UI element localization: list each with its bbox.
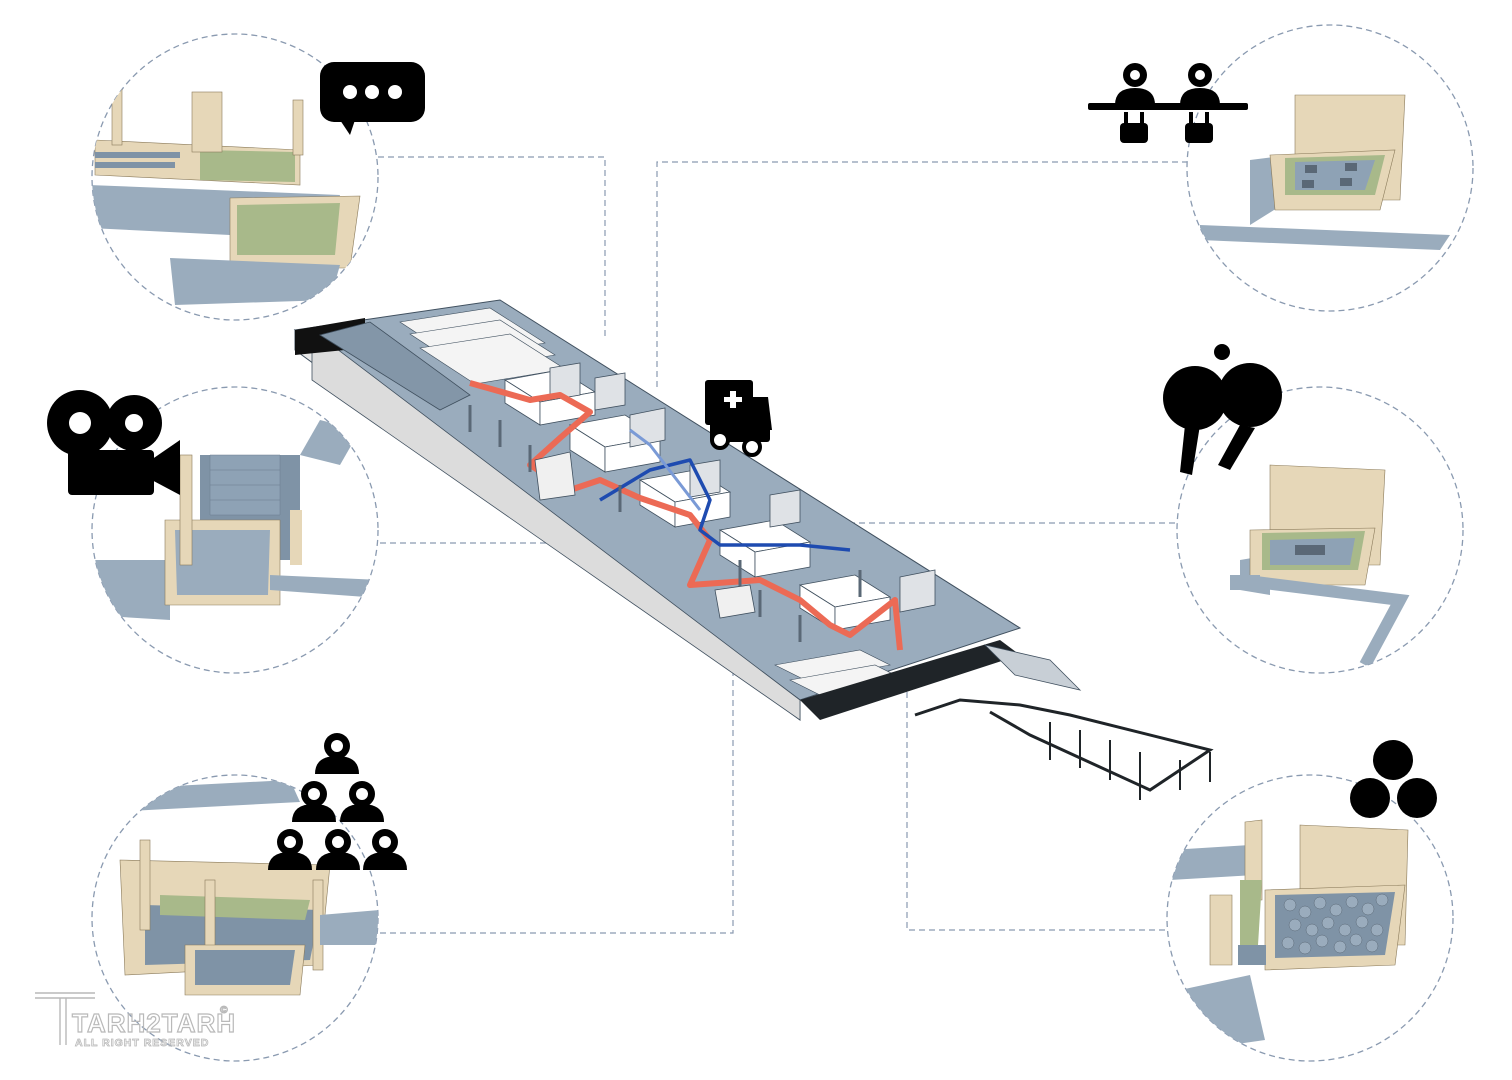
leader-lines [378,156,1188,934]
slab-left-face [311,329,801,721]
red-route [469,380,903,651]
callout-gathering [91,733,407,1062]
callout-ball-pit [1166,740,1454,1062]
leader-line-workspace [656,161,1188,390]
callout-chat [91,33,425,321]
leader-line-chat [378,156,606,340]
stair-block-2 [714,584,756,619]
stepped-roof [800,640,1020,720]
balls-icon [1350,740,1437,818]
main-building [293,299,1214,800]
ping-pong-paddles-icon [1163,344,1282,475]
group-of-people-icon [268,733,407,870]
movie-camera-icon [47,390,180,495]
entrance-ramp [319,321,471,411]
walkway-piers [1049,722,1211,800]
callout-workspace [1088,24,1474,312]
callout-table-tennis [1163,344,1464,674]
external-walkway [914,698,1214,792]
leader-line-cinema [380,470,549,544]
watermark-rights: ALL RIGHT RESERVED [75,1037,209,1049]
top-deck-benches [399,307,566,385]
circulation-routes [469,380,903,651]
stair-block [534,451,576,501]
watermark: TARH2TARH © ALL RIGHT RESERVED [35,992,236,1049]
leader-line-ballpit [906,690,1165,931]
ambulance-icon [705,380,772,457]
logo-mark [35,992,95,1045]
watermark-copyright: © [220,1004,229,1016]
blue-route [599,458,851,552]
wall-panels [549,362,936,613]
bottom-benches [774,649,906,696]
watermark-brand: TARH2TARH [72,1008,236,1038]
people-at-table-icon [1088,63,1248,143]
callout-cinema [47,386,379,674]
speech-bubble-icon [320,62,425,135]
external-stair [983,644,1082,691]
leader-line-gathering [380,605,734,934]
